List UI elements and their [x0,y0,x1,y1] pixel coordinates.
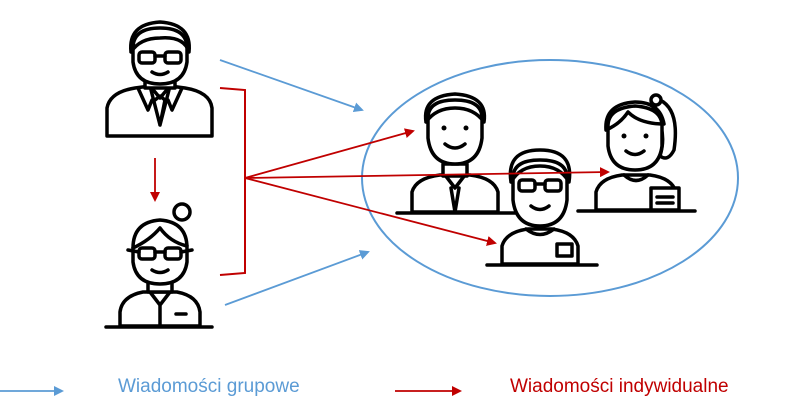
group-ellipse [361,59,739,297]
legend-individual-label: Wiadomości indywidualne [510,376,729,397]
woman-ponytail-person-icon [576,93,697,213]
boy-glasses-person-icon [485,148,599,267]
bracket [219,87,246,276]
individual-arrow-man [244,128,415,179]
man-person-icon [395,92,517,215]
group-arrow-manager [219,59,364,113]
individual-arrow-boy [244,177,497,246]
manager-person-icon [105,20,214,138]
group-arrow-assistant [224,250,370,306]
assistant-woman-icon [104,202,214,329]
individual-arrow-woman [244,167,610,179]
legend-group-label: Wiadomości grupowe [118,376,300,397]
